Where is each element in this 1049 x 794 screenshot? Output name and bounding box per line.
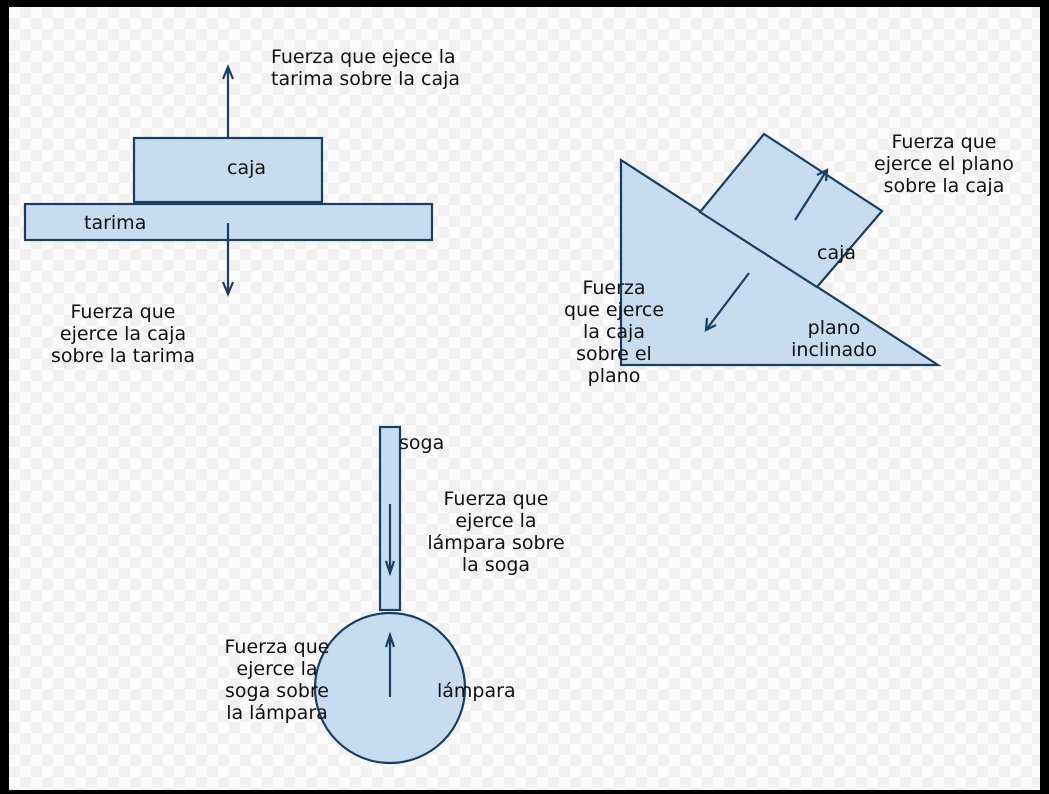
force-arrow-plano-on-caja-head	[816, 168, 829, 182]
force-arrow-up-tarima-head	[221, 64, 235, 80]
diagram-canvas	[23, 64, 942, 765]
force-arrow-soga-on-lampara-head	[384, 631, 396, 648]
label-line: Fuerza que	[891, 131, 997, 153]
label-line: Fuerza que	[224, 636, 330, 658]
label-line: plano	[587, 365, 641, 387]
caja-box	[132, 136, 324, 204]
label-line: soga sobre	[225, 680, 329, 702]
label-line: sobre la tarima	[50, 345, 195, 367]
label-line: Fuerza que	[443, 488, 549, 510]
force-arrow-plano-on-caja	[794, 169, 828, 221]
label-line: la soga	[461, 554, 531, 576]
force-arrow-caja-on-plano	[705, 272, 750, 331]
label-line: ejerce la	[455, 510, 537, 532]
label-line: ejerce la caja	[59, 323, 187, 345]
force-arrow-caja-on-plano-head	[704, 317, 717, 332]
label-force-caja-on-tarima: Fuerza que ejerce la caja sobre la tarim…	[33, 301, 213, 367]
force-arrow-down-caja-head	[221, 281, 235, 297]
label-line: plano	[807, 317, 861, 339]
label-line: sobre la caja	[883, 175, 1005, 197]
label-force-soga-on-lampara: Fuerza que ejerce la soga sobre la lámpa…	[202, 636, 352, 724]
label-line: sobre el	[576, 343, 652, 365]
label-line: la caja	[583, 321, 645, 343]
label-line: que ejerce	[563, 299, 665, 321]
label-line: inclinado	[791, 339, 877, 361]
label-line: ejerce la	[236, 658, 318, 680]
label-line: la lámpara	[226, 702, 328, 724]
label-line: Fuerza que	[70, 301, 176, 323]
caja-incline-box	[698, 132, 884, 289]
label-plano-inclinado: plano inclinado	[779, 317, 889, 361]
label-line: Fuerza	[582, 277, 646, 299]
label-force-plano-on-caja: Fuerza que ejerce el plano sobre la caja	[857, 131, 1031, 197]
force-arrow-lampara-on-soga-head	[384, 560, 396, 577]
label-force-caja-on-plano: Fuerza que ejerce la caja sobre el plano	[544, 277, 684, 387]
label-soga: soga	[399, 432, 445, 454]
label-lampara: lámpara	[437, 680, 516, 702]
label-tarima: tarima	[84, 212, 147, 234]
label-caja: caja	[227, 157, 267, 179]
label-line: ejerce el plano	[874, 153, 1014, 175]
label-line: Fuerza que ejece la	[271, 46, 456, 68]
label-line: tarima sobre la caja	[271, 68, 461, 90]
label-force-lampara-on-soga: Fuerza que ejerce la lámpara sobre la so…	[416, 488, 576, 576]
label-force-tarima-on-caja: Fuerza que ejece la tarima sobre la caja	[271, 46, 460, 90]
label-line: lámpara sobre	[427, 532, 565, 554]
label-caja-incline: caja	[817, 242, 857, 264]
